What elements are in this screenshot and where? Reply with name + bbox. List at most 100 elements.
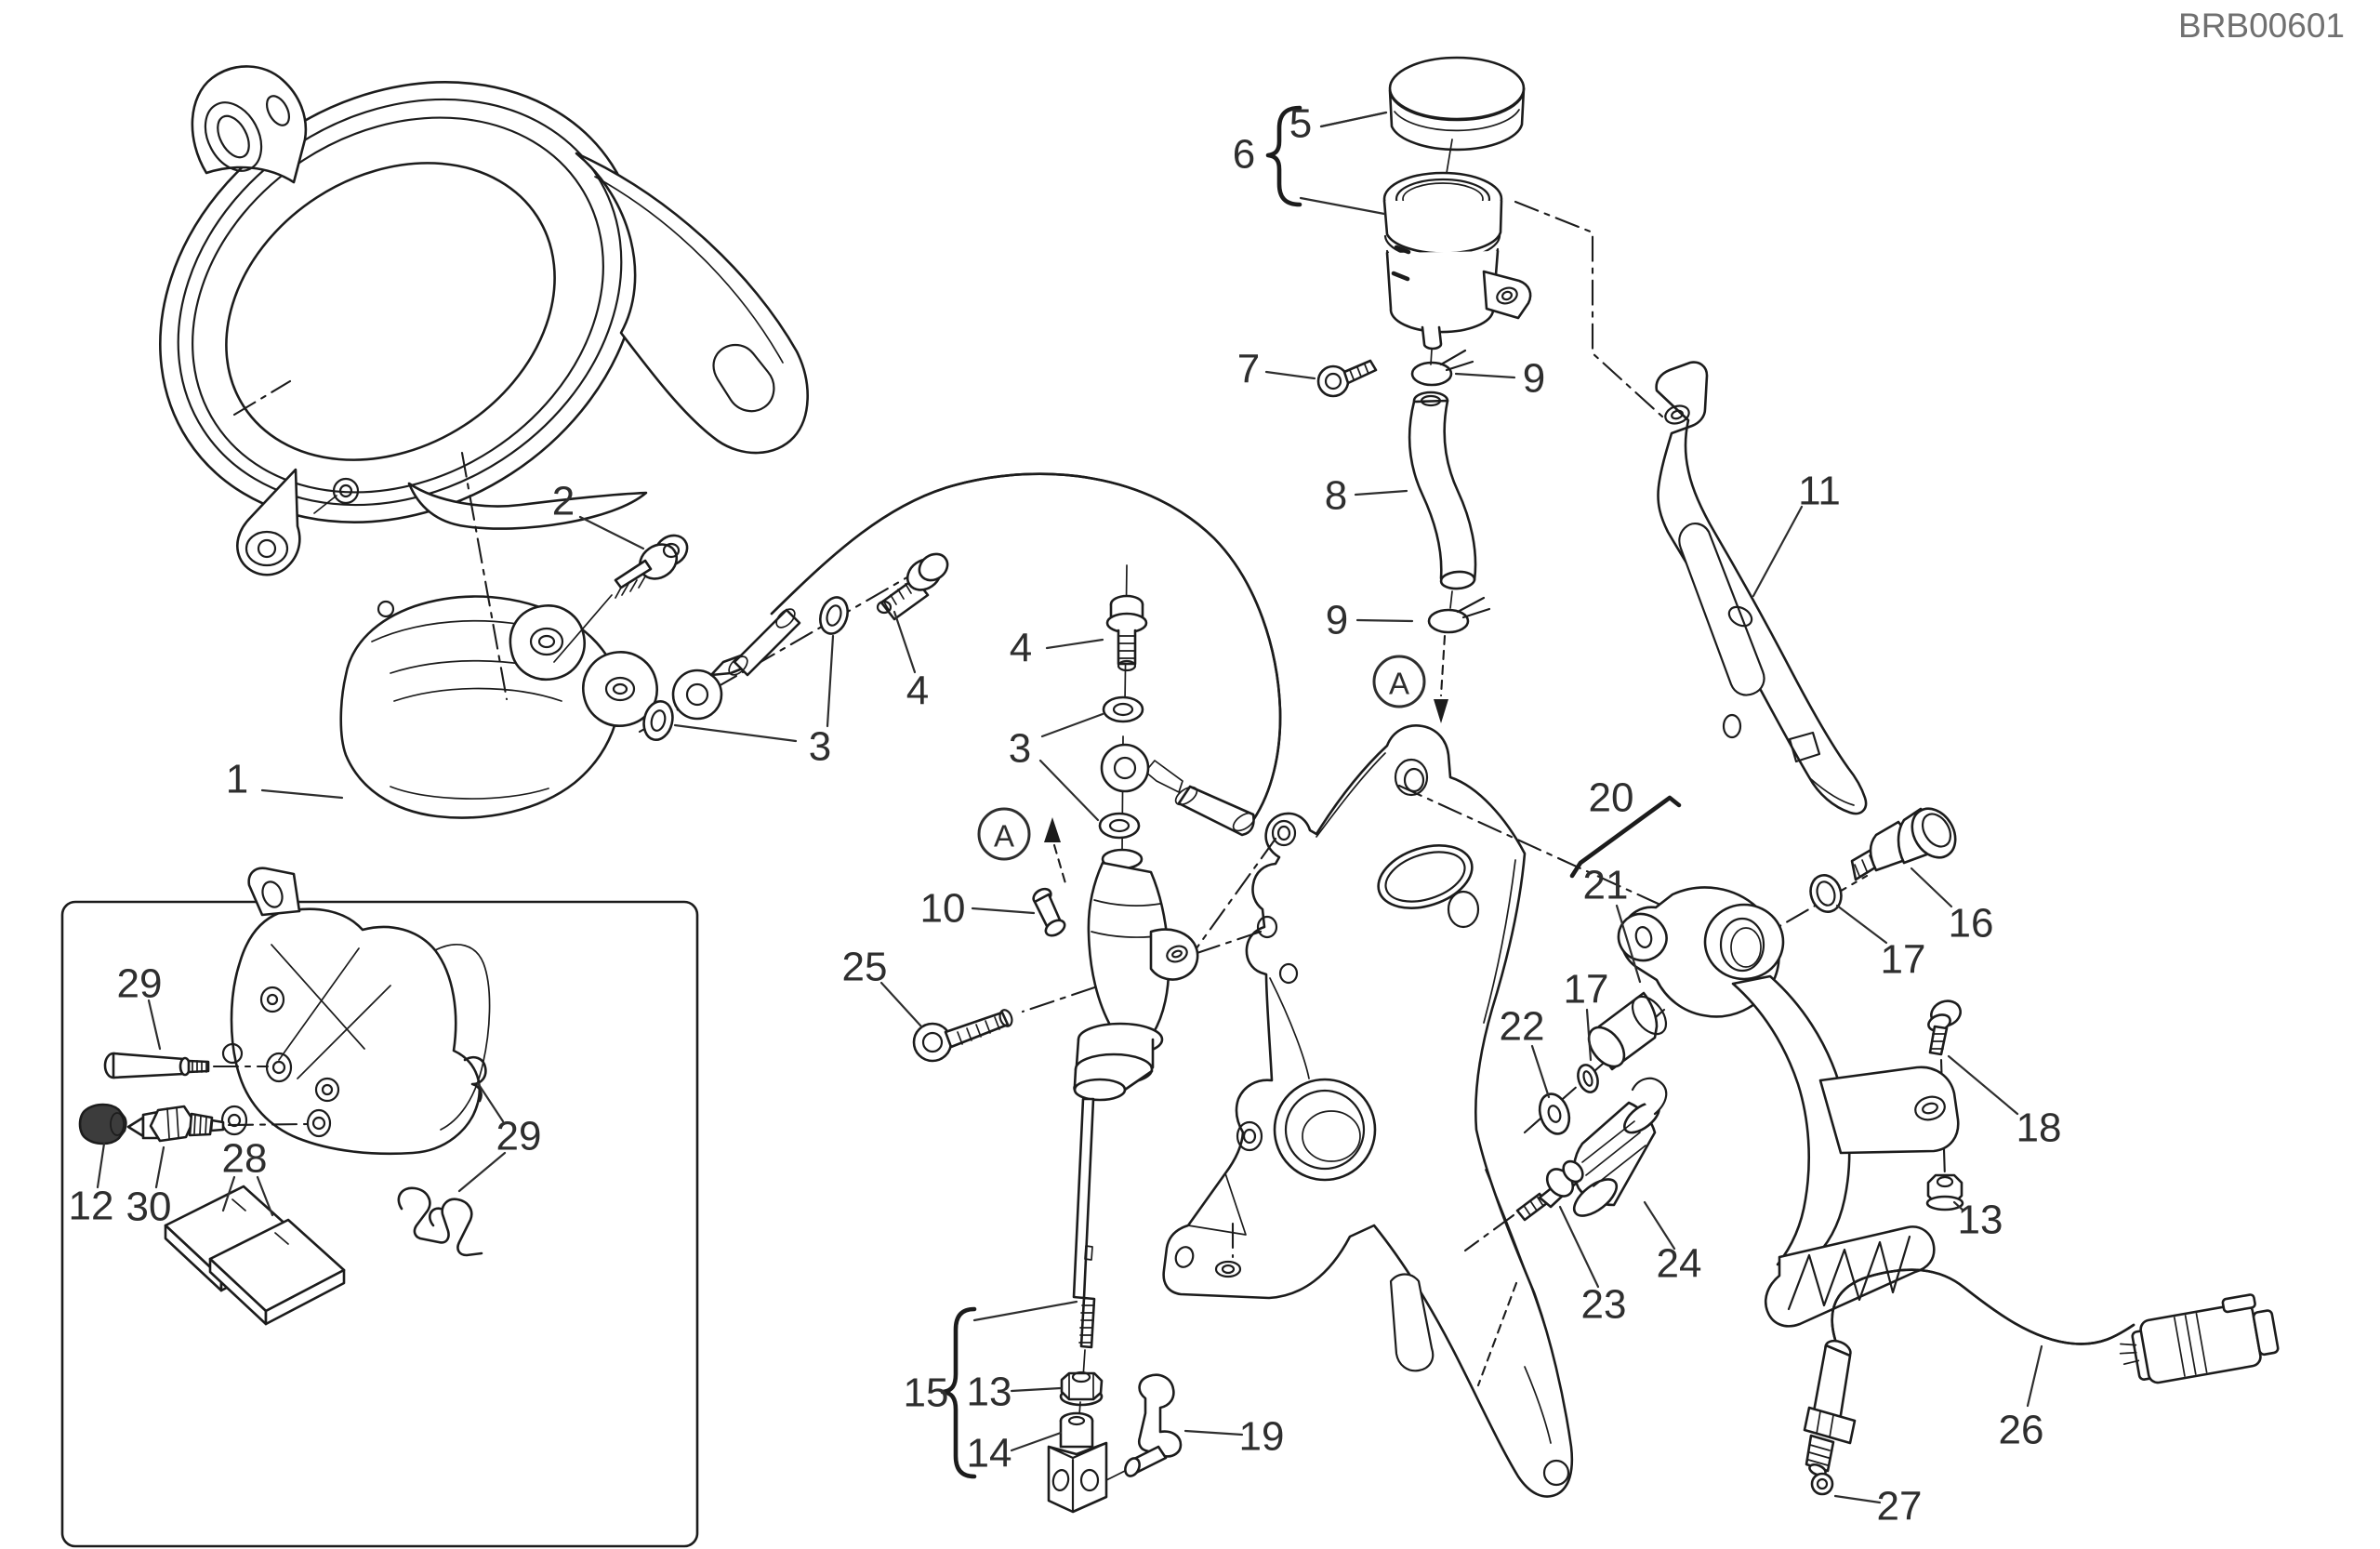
callout-27: 27 <box>1877 1484 1923 1529</box>
callout-17-left: 17 <box>1564 967 1609 1013</box>
stop-screw-drawing <box>1927 1000 1962 1056</box>
callout-14: 14 <box>967 1431 1012 1476</box>
switch-cable-drawing <box>1803 1268 2280 1477</box>
leader-14 <box>1010 1431 1063 1452</box>
seal-ring-27-drawing <box>1810 1472 1834 1496</box>
callout-9-bottom: 9 <box>1326 598 1348 643</box>
leader-2 <box>578 515 645 550</box>
callout-13-mid: 13 <box>967 1370 1012 1415</box>
svg-text:A: A <box>1389 667 1409 701</box>
leader-23 <box>1558 1205 1600 1289</box>
connector-drawing <box>2119 1293 2280 1384</box>
assembly-arrow-up <box>1044 817 1067 885</box>
callout-22: 22 <box>1500 1004 1545 1050</box>
leader-12 <box>96 1142 106 1189</box>
pivot-pin-drawing <box>1809 807 1957 913</box>
leader-22 <box>1530 1044 1551 1099</box>
diagram-code: BRB00601 <box>2178 7 2345 45</box>
brake-pads-drawing <box>164 1185 346 1326</box>
callout-23: 23 <box>1581 1282 1627 1328</box>
leader-5 <box>1319 111 1388 128</box>
callout-26: 26 <box>1999 1408 2044 1453</box>
leader-13-mid <box>1010 1386 1063 1393</box>
hose-clamp-bottom-drawing <box>1427 590 1491 723</box>
callout-6: 6 <box>1233 132 1255 178</box>
brake-switch-drawing <box>126 1105 309 1143</box>
leader-29-top <box>147 999 162 1051</box>
leader-1 <box>260 788 344 800</box>
pedal-nut-drawing <box>1925 1173 1964 1211</box>
leader-29-right <box>476 1081 505 1123</box>
leader-30 <box>154 1145 165 1189</box>
bracket-20 <box>1569 795 1682 879</box>
leader-9-bottom <box>1355 618 1414 623</box>
leader-28-1 <box>256 1175 274 1217</box>
pivot-oring-left-drawing <box>1577 1064 1599 1093</box>
leader-29-right-1 <box>457 1151 507 1193</box>
brace-15-leader <box>972 1300 1078 1322</box>
callout-13-right: 13 <box>1958 1198 2003 1243</box>
reservoir-body-drawing <box>1382 139 1532 365</box>
pad-spring-drawing <box>397 1186 483 1257</box>
reservoir-screw-drawing <box>1316 359 1378 398</box>
heel-guard-drawing <box>1655 361 1868 815</box>
callout-9-top: 9 <box>1523 356 1545 402</box>
callout-29-right: 29 <box>496 1114 542 1159</box>
callout-3-left: 3 <box>809 724 831 770</box>
leader-24 <box>1643 1200 1676 1251</box>
leader-3-left-1 <box>673 723 798 743</box>
marker-A-hose: A <box>1372 655 1426 708</box>
callout-3-right: 3 <box>1009 726 1031 772</box>
retaining-clip-drawing <box>463 1055 487 1103</box>
mc-mount-bolt-drawing <box>912 1009 1013 1063</box>
leader-3-right-1 <box>1038 759 1100 822</box>
leader-9-top <box>1454 372 1516 379</box>
leader-6 <box>1299 196 1386 216</box>
callout-4-left: 4 <box>906 669 929 714</box>
callout-25: 25 <box>842 945 888 990</box>
bleed-nipple-drawing <box>1032 887 1066 937</box>
marker-A-cylinder: A <box>977 807 1031 861</box>
leader-21 <box>1615 904 1642 984</box>
callout-15: 15 <box>904 1370 949 1416</box>
brake-hose-drawing <box>770 472 1282 837</box>
leader-11 <box>1752 505 1804 598</box>
caliper-carrier-drawing <box>159 65 809 576</box>
switch-bolt-drawing <box>1515 1159 1584 1222</box>
brace-6 <box>1265 105 1302 207</box>
master-cylinder-group-drawing <box>1047 594 1199 1514</box>
leader-28 <box>221 1175 236 1212</box>
pad-pin-drawing <box>103 1052 270 1079</box>
sensor-cap-drawing <box>78 1103 127 1145</box>
svg-text:A: A <box>994 819 1014 854</box>
leader-17-right <box>1835 904 1888 945</box>
callout-5: 5 <box>1289 101 1312 147</box>
leader-3-left <box>826 634 835 728</box>
callout-2: 2 <box>552 479 575 524</box>
callout-12: 12 <box>69 1184 114 1229</box>
callout-10: 10 <box>920 886 966 932</box>
callout-8: 8 <box>1325 473 1347 519</box>
callout-11: 11 <box>1798 469 1841 514</box>
pivot-bushing-drawing <box>1587 991 1668 1071</box>
leader-25 <box>879 981 923 1028</box>
leader-18 <box>1947 1054 2019 1116</box>
callout-7: 7 <box>1237 347 1260 392</box>
reservoir-hose-drawing <box>1408 391 1477 590</box>
callout-4-right: 4 <box>1010 626 1032 671</box>
detail-box <box>60 867 699 1548</box>
hose-clamp-top-drawing <box>1410 349 1474 387</box>
caliper-detail-drawing <box>220 867 491 1156</box>
leader-26 <box>2026 1344 2043 1408</box>
brake-caliper-drawing <box>339 595 658 819</box>
leader-17-left <box>1585 1008 1593 1062</box>
leader-10 <box>971 907 1036 915</box>
callout-30: 30 <box>126 1185 172 1230</box>
return-spring-drawing <box>1572 1077 1668 1217</box>
brace-15 <box>940 1306 977 1479</box>
leader-8 <box>1354 489 1408 496</box>
caliper-bolt-drawing <box>614 534 689 599</box>
